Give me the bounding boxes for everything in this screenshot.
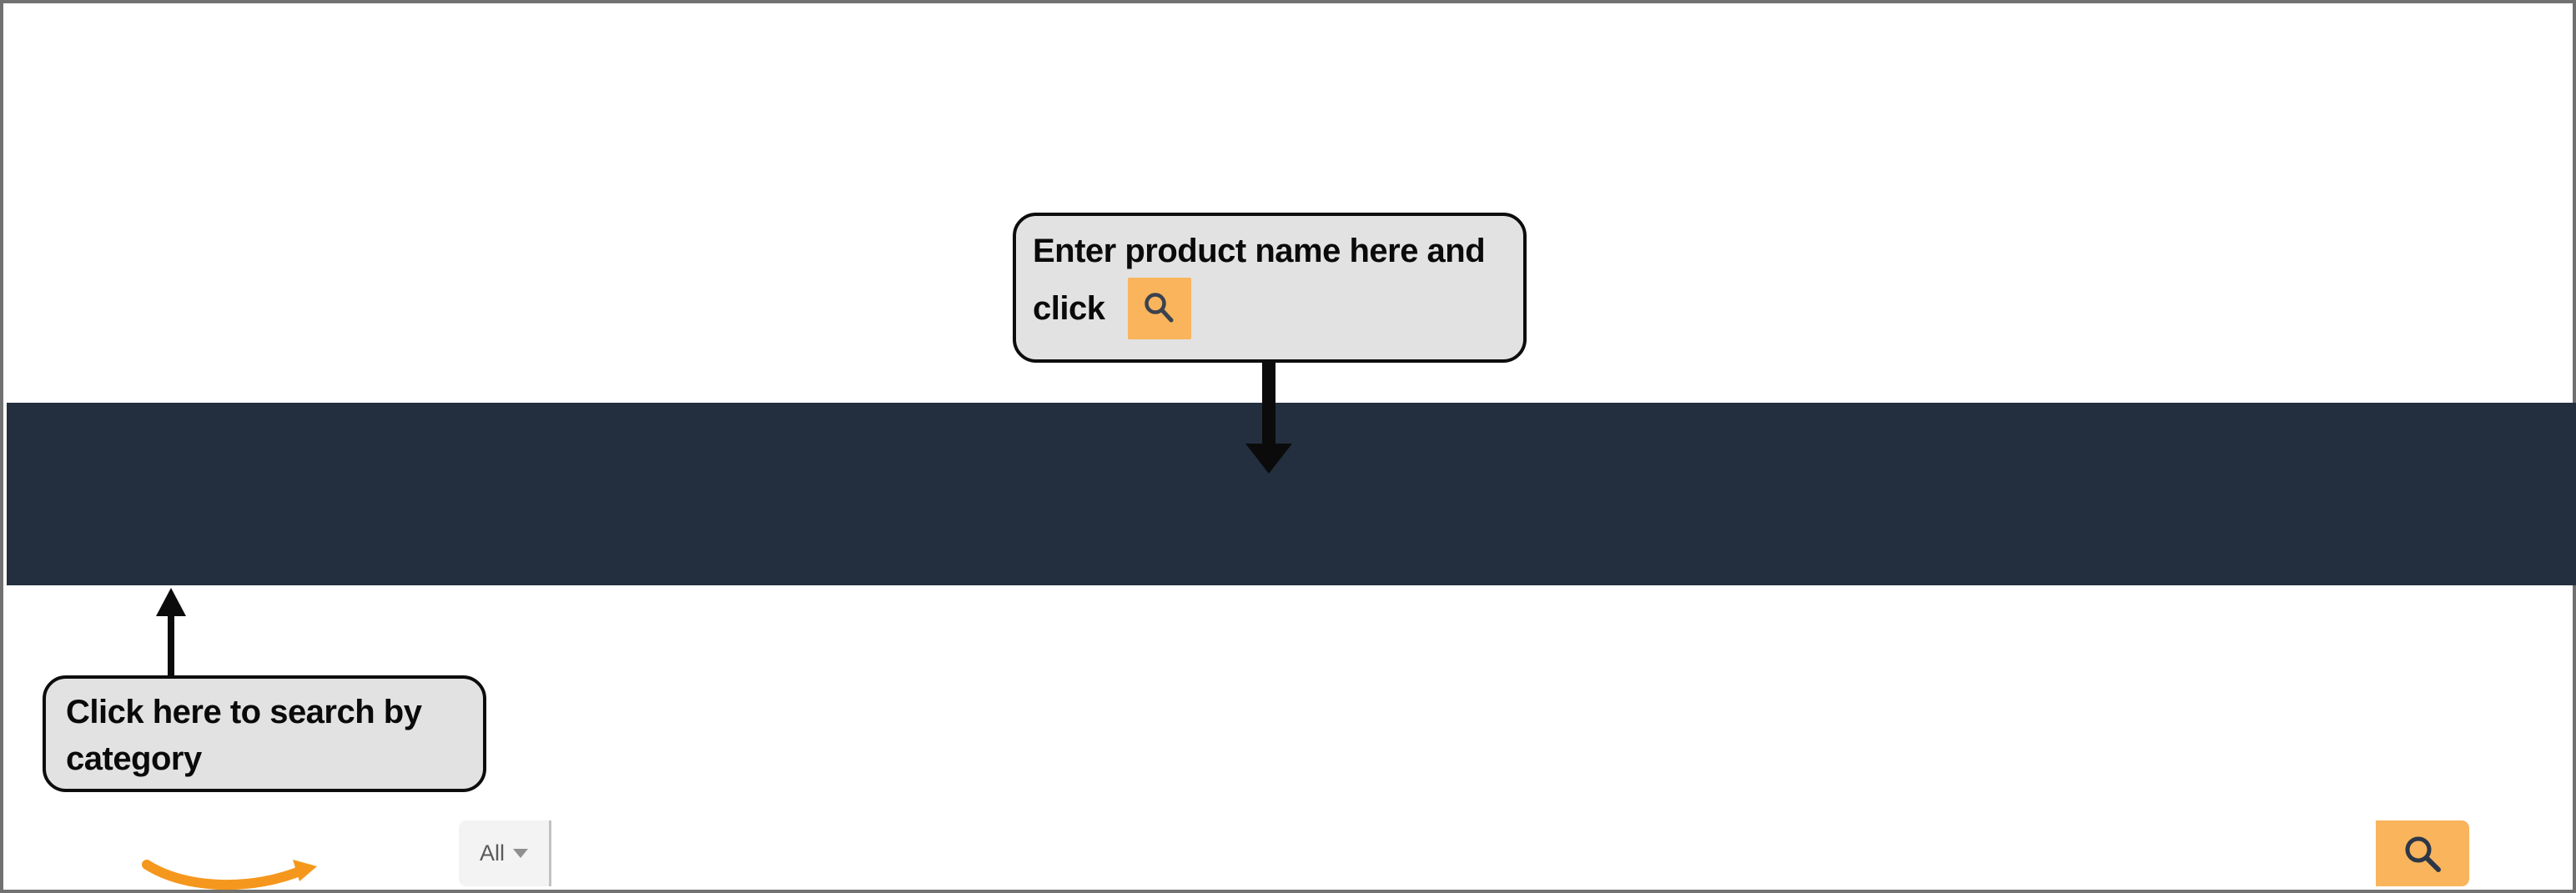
amazon-smile-arrow-icon [142,860,317,890]
search-button-thumbnail [1128,278,1192,339]
search-callout-text-line2: click [1033,290,1105,327]
arrow-head-up-icon [156,588,186,616]
category-instruction-callout: Click here to search by category [43,675,486,792]
amazon-logo-tld: .in [301,830,335,859]
arrow-stem [1262,362,1275,445]
chevron-down-icon [513,849,528,858]
category-callout-text-line1: Click here to search by [66,694,422,730]
search-category-dropdown[interactable]: All [459,820,551,886]
annotation-arrow-down [1245,362,1292,474]
arrow-stem [168,615,174,676]
arrow-head-down-icon [1245,444,1292,474]
amazon-logo-wordmark: amazon [108,810,304,865]
magnifier-icon [1145,293,1174,323]
amazon-logo[interactable]: amazon.in [108,810,335,865]
magnifier-icon [2405,836,2441,872]
search-instruction-callout: Enter product name here and click [1013,213,1527,363]
category-callout-text-line2: category [66,740,202,777]
search-bar-group: All [459,820,2469,886]
search-category-dropdown-label: All [479,840,505,865]
amazon-navbar: amazon.in All Shop by Category [7,403,2576,890]
search-button[interactable] [2376,820,2469,886]
search-callout-text-line1: Enter product name here and [1033,233,1486,269]
search-input[interactable] [551,820,2376,886]
annotation-arrow-up [156,588,186,676]
